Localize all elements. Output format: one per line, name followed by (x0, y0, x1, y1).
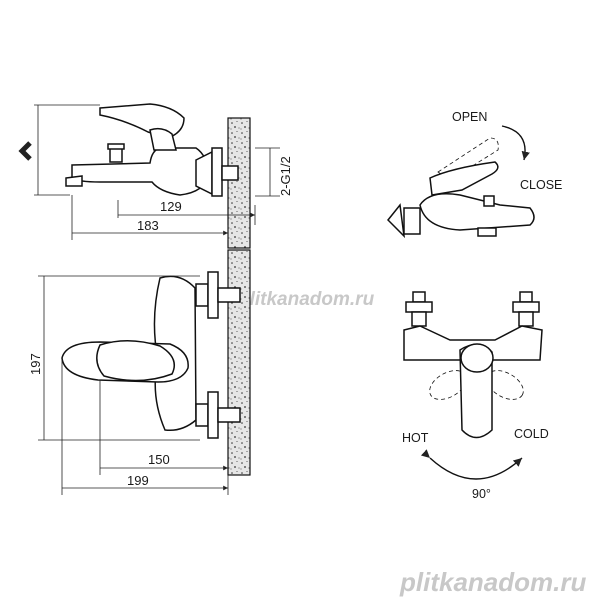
top-view (38, 249, 251, 495)
dim-183: 183 (137, 218, 159, 233)
dim-129: 129 (160, 199, 182, 214)
dim-150: 150 (148, 452, 170, 467)
wall-bottom (227, 249, 251, 476)
dim-197: 197 (28, 353, 43, 375)
open-close-view (386, 125, 535, 239)
watermark-bottom: plitkanadom.ru (399, 567, 586, 597)
chevron-left-icon[interactable] (18, 141, 32, 161)
label-open: OPEN (452, 110, 487, 124)
side-view (34, 103, 280, 249)
label-cold: COLD (514, 427, 549, 441)
label-close: CLOSE (520, 178, 562, 192)
label-rotation: 90° (472, 487, 491, 501)
watermark-middle: plitkanadom.ru (237, 289, 375, 310)
hot-cold-view (403, 291, 543, 480)
dim-thread: 2-G1/2 (278, 156, 293, 196)
label-hot: HOT (402, 431, 429, 445)
wall-top (227, 117, 251, 249)
dim-199: 199 (127, 473, 149, 488)
